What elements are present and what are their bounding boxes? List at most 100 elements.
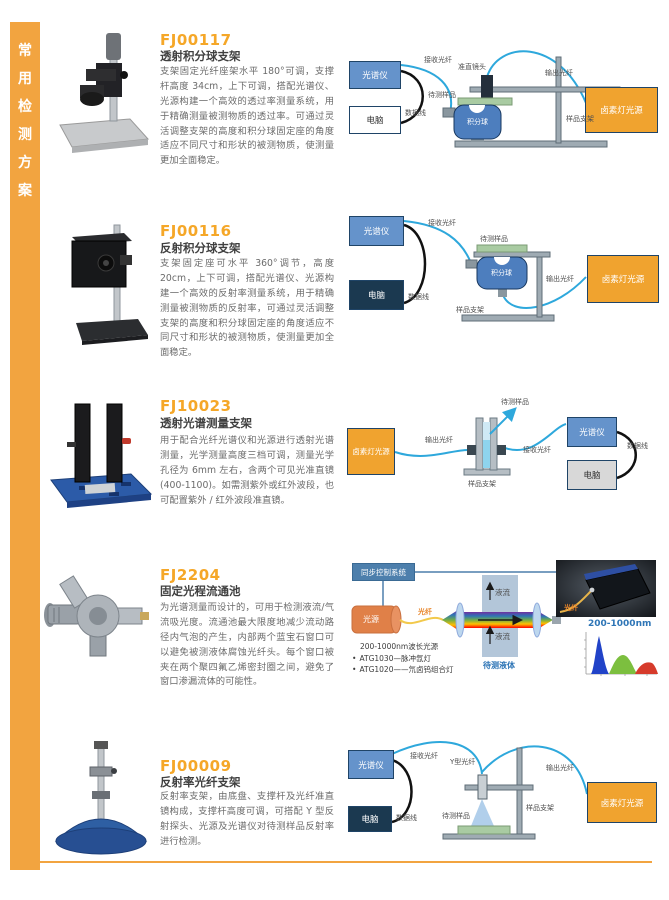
beam-converge (541, 613, 553, 627)
receive-fiber-label: 接收光纤 (410, 752, 438, 760)
fiber-connector (552, 616, 561, 624)
light-source-box: 卤素灯光源 (587, 782, 657, 823)
fiber-port (467, 445, 476, 455)
computer-box: 电脑 (349, 106, 401, 134)
product-description: 用于配合光纤光谱仪和光源进行透射光谱测量，光学测量高度三档可调，测量光学孔径为 … (160, 435, 334, 506)
sidebar-title: 常 用 检 测 方 案 (10, 22, 40, 198)
light-source-box: 卤素灯光源 (585, 87, 658, 133)
sphere-port (498, 289, 507, 297)
fiber-line (400, 64, 453, 114)
spectrum-chart (577, 630, 661, 682)
product-photo-dome-stand (54, 741, 148, 855)
data-cable-label: 数据线 (405, 109, 426, 117)
holder-bar (475, 417, 484, 471)
receive-fiber-label: 接收光纤 (424, 56, 452, 64)
sample-plate (476, 244, 528, 253)
product-description: 反射率支架，由底盘、支撑杆及光纤准直镜构成，支撑杆高度可调，可搭配 Y 型反射探… (160, 791, 334, 847)
product-code: FJ2204 (160, 566, 221, 584)
diagram-graphics (403, 220, 587, 322)
red-band (635, 662, 658, 674)
product-name: 反射积分球支架 (160, 241, 241, 255)
stand-label: 样品支架 (456, 306, 484, 314)
output-fiber-label: 输出光纤 (546, 764, 574, 772)
data-cable-line (616, 430, 637, 480)
sample-label: 待测样品 (442, 812, 470, 820)
collimator-lens (481, 75, 493, 102)
product-section-fj00009: FJ00009 反射率光纤支架 反射率支架，由底盘、支撑杆及光纤准直镜构成，支撑… (0, 728, 669, 873)
stand-crossbar (473, 251, 551, 258)
output-fiber-label: 输出光纤 (545, 69, 573, 77)
stand-label: 样品支架 (468, 480, 496, 488)
product-code: FJ00116 (160, 222, 232, 240)
spectrometer-box: 光谱仪 (349, 61, 401, 89)
detector-fiber-label: 光纤 (564, 604, 578, 612)
flow-label: 液流 (495, 588, 510, 597)
spectrometer-box: 光谱仪 (567, 417, 617, 447)
product-name: 透射光谱测量支架 (160, 416, 252, 430)
bottom-divider (40, 861, 652, 863)
sample-label: 待测样品 (480, 235, 508, 243)
output-fiber-label: 输出光纤 (425, 436, 453, 444)
sidebar-char: 检 (18, 99, 32, 115)
data-cable-line (391, 758, 413, 824)
fiber-line (481, 745, 588, 795)
blue-peak (591, 636, 609, 674)
beam-fan (442, 610, 458, 630)
stand-crossbar (464, 784, 534, 791)
sidebar-char: 常 (18, 43, 32, 59)
product-name: 透射积分球支架 (160, 49, 241, 63)
output-fiber-label: 输出光纤 (546, 275, 574, 283)
sphere-notch (494, 257, 510, 265)
setup-diagram: 光谱仪 电脑 卤素灯光源 接收光纤 待测样品 数据线 积分球 输出光纤 样品支架 (340, 213, 669, 358)
setup-diagram: 同步控制系统 光源 光纤 液流 液流 待测液体 光纤 200-1000nm (340, 560, 669, 710)
light-source-box: 卤素灯光源 (347, 428, 395, 475)
sample-label: 待测样品 (501, 398, 529, 406)
data-cable-label: 数据线 (627, 442, 648, 450)
data-cable-line (400, 69, 424, 125)
liquid-label: 待测液体 (483, 661, 515, 670)
diagram-graphics (391, 741, 588, 840)
stand-base (454, 140, 608, 148)
product-section-fj00116: FJ00116 反射积分球支架 支架固定座可水平 360°调节，高度 20cm，… (0, 213, 669, 373)
sample-arrow-icon (489, 407, 517, 435)
product-code: FJ10023 (160, 397, 232, 415)
holder-base (463, 468, 511, 476)
source-note: 200-1000nm波长光源 (360, 642, 439, 651)
fiber-label: 光纤 (418, 608, 432, 616)
product-code: FJ00009 (160, 757, 232, 775)
product-description: 支架固定光纤座架水平 180°可调，支撑杆高度 34cm，上下可调，搭配光谱仪、… (160, 66, 334, 167)
sidebar: 常 用 检 测 方 案 (10, 22, 40, 870)
fiber-port (497, 445, 506, 455)
collimator-label: 准直镜头 (458, 63, 486, 71)
stand-label: 样品支架 (566, 115, 594, 123)
setup-diagram: 光谱仪 电脑 卤素灯光源 接收光纤 Y型光纤 数据线 待测样品 样品支架 输出光… (340, 728, 669, 860)
fiber-line (403, 220, 472, 264)
spectrum-chart-graphics (584, 632, 658, 676)
probe-holder (477, 774, 488, 800)
sphere-label: 积分球 (491, 269, 512, 277)
sphere-port (465, 259, 478, 269)
fiber-line (391, 741, 483, 775)
light-source-box: 卤素灯光源 (587, 255, 659, 303)
spectrometer-box: 光谱仪 (349, 216, 404, 246)
product-photo-cube-stand (71, 224, 148, 345)
stand-pole (516, 747, 523, 835)
stand-base (461, 314, 555, 322)
sidebar-char: 案 (18, 183, 32, 199)
sidebar-char: 方 (18, 155, 32, 171)
product-section-fj00117: FJ00117 透射积分球支架 支架固定光纤座架水平 180°可调，支撑杆高度 … (0, 25, 669, 195)
sphere-notch (469, 105, 485, 113)
sample-label: 待测样品 (428, 91, 456, 99)
light-cone (471, 799, 494, 826)
setup-diagram: 卤素灯光源 光谱仪 电脑 输出光纤 待测样品 接收光纤 样品支架 数据线 (340, 390, 669, 520)
wavelength-range-label: 200-1000nm (588, 619, 652, 629)
green-band (609, 655, 637, 674)
data-cable-label: 数据线 (396, 814, 417, 822)
product-code: FJ00117 (160, 31, 232, 49)
stand-base (442, 833, 536, 840)
lens (532, 602, 542, 638)
diagram-graphics (351, 560, 656, 657)
spectrometer-box: 光谱仪 (348, 750, 394, 779)
product-photo-cuvette-stand (50, 403, 153, 508)
